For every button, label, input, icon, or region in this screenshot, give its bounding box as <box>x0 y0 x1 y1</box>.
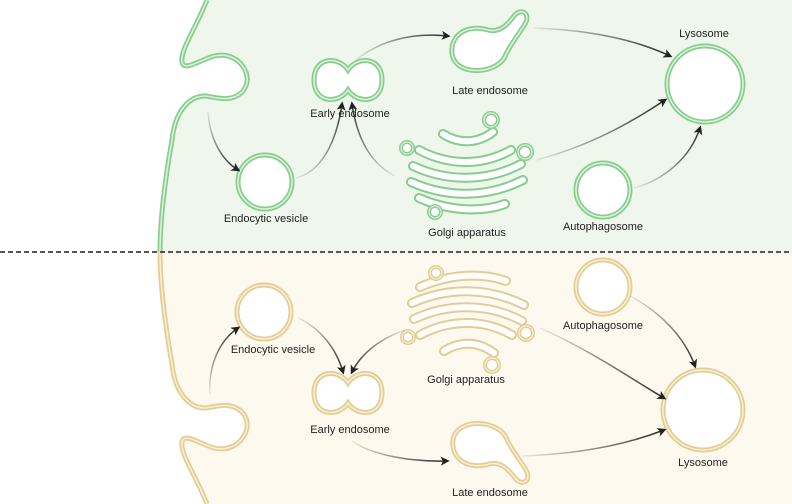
plasma-membrane-bottom <box>157 251 250 504</box>
arrow-membrane-to-endocytic-vesicle-bottom <box>209 326 241 395</box>
arrow-early-to-late-endosome-top <box>355 30 451 61</box>
label-lysosome-top: Lysosome <box>679 28 729 40</box>
arrow-golgi-to-early-endosome-bottom <box>350 329 406 375</box>
plasma-membrane-top <box>157 0 250 253</box>
arrow-late-endosome-to-lysosome-top <box>533 27 673 58</box>
label-golgi-apparatus-bottom: Golgi apparatus <box>427 374 505 386</box>
autophagosome-top <box>573 160 633 220</box>
arrow-endocytic-vesicle-to-early-endosome-bottom <box>297 317 346 375</box>
label-autophagosome-bottom: Autophagosome <box>563 320 643 332</box>
endocytic-vesicle-top <box>235 152 295 212</box>
arrow-golgi-to-lysosome-bottom <box>539 327 667 400</box>
arrow-golgi-to-early-endosome-top <box>348 101 396 177</box>
autophagosome-bottom <box>573 257 633 317</box>
early-endosome-bottom <box>314 374 382 413</box>
label-early-endosome-top: Early endosome <box>310 108 390 120</box>
arrow-autophagosome-to-lysosome-top <box>633 125 703 189</box>
arrow-endocytic-vesicle-to-early-endosome-top <box>295 101 346 179</box>
label-endocytic-vesicle-top: Endocytic vesicle <box>224 213 308 225</box>
arrow-membrane-to-endocytic-vesicle-top <box>207 111 241 172</box>
early-endosome-top <box>314 61 382 100</box>
lysosome-bottom <box>660 367 746 453</box>
label-early-endosome-bottom: Early endosome <box>310 424 390 436</box>
label-golgi-apparatus-top: Golgi apparatus <box>428 227 506 239</box>
arrow-golgi-to-lysosome-top <box>535 98 668 161</box>
label-late-endosome-bottom: Late endosome <box>452 487 528 499</box>
arrow-autophagosome-to-lysosome-bottom <box>629 295 698 369</box>
lysosome-top <box>664 43 746 125</box>
pathway-arrows-top <box>207 27 703 189</box>
label-late-endosome-top: Late endosome <box>452 85 528 97</box>
arrow-late-endosome-to-lysosome-bottom <box>521 428 667 457</box>
arrow-early-to-late-endosome-bottom <box>351 440 450 466</box>
endocytic-vesicle-bottom <box>234 282 294 342</box>
label-autophagosome-top: Autophagosome <box>563 221 643 233</box>
label-lysosome-bottom: Lysosome <box>678 457 728 469</box>
pathway-arrows-bottom <box>209 295 698 466</box>
label-endocytic-vesicle-bottom: Endocytic vesicle <box>231 344 315 356</box>
